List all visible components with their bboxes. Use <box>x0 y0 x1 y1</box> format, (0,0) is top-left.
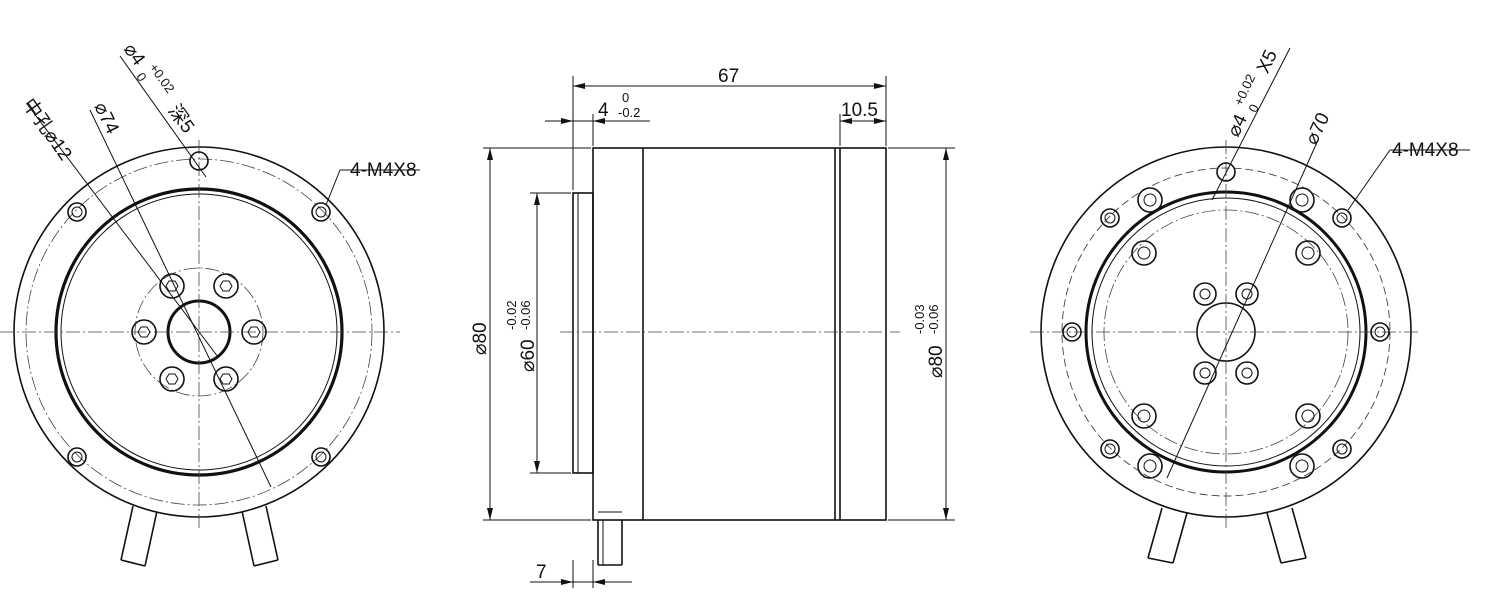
socket-screw <box>1289 453 1315 479</box>
left-thread-holes <box>67 202 331 467</box>
left-pin-hole-label: ⌀4 <box>119 40 149 70</box>
right-pin-hole-label: ⌀4 <box>1223 111 1252 140</box>
dim-pilot-len-label: 4 <box>598 100 609 121</box>
left-cable-2 <box>241 505 279 567</box>
right-front-view: ⌀4 +0.02 0 X5 ⌀70 4-M4X8 <box>1030 47 1470 564</box>
socket-screw <box>1193 361 1217 385</box>
right-pin-hole <box>1216 162 1236 182</box>
right-inner-screws <box>1193 282 1259 385</box>
dim-flange-label: 10.5 <box>841 100 878 121</box>
thread-hole <box>1100 439 1120 459</box>
right-cable-1 <box>1147 507 1188 564</box>
dim-dia80r-group: ⌀80 -0.03 -0.06 <box>912 304 947 378</box>
thread-hole <box>311 447 331 467</box>
thread-hole <box>67 202 87 222</box>
socket-screw <box>159 273 185 299</box>
thread-hole <box>1100 208 1120 228</box>
thread-hole <box>67 447 87 467</box>
socket-screw <box>1235 361 1259 385</box>
thread-hole <box>1370 322 1390 342</box>
socket-screw <box>241 319 267 345</box>
socket-screw <box>131 319 157 345</box>
thread-hole <box>1062 322 1082 342</box>
socket-screw <box>159 366 185 392</box>
dim-pilot-tol-lower: -0.2 <box>618 105 640 120</box>
left-cable-1 <box>120 505 158 567</box>
socket-screw <box>1193 282 1217 306</box>
socket-screw <box>1289 187 1315 213</box>
dim-dia60-tol-lower: -0.06 <box>518 300 533 330</box>
left-front-view: 中孔⌀12 ⌀74 ⌀4 +0.02 0 深5 4-M4X8 <box>0 40 420 567</box>
right-cable-2 <box>1266 507 1307 564</box>
socket-screw <box>1137 453 1163 479</box>
dim-dia80-label: ⌀80 <box>470 322 491 355</box>
side-view: 67 4 0 -0.2 10.5 ⌀80 ⌀60 -0.02 -0.06 <box>470 66 955 588</box>
dim-cable-label: 7 <box>536 562 547 583</box>
right-pin-tol-lower: 0 <box>1245 102 1262 115</box>
thread-hole <box>1332 439 1352 459</box>
dim-dia80r-label: ⌀80 <box>926 345 947 378</box>
left-pcd-label: ⌀74 <box>90 99 123 138</box>
right-thread-label: 4-M4X8 <box>1392 140 1459 161</box>
left-pin-hole <box>189 151 209 171</box>
right-pin-tol-upper: +0.02 <box>1231 72 1259 108</box>
thread-hole <box>311 202 331 222</box>
right-pcd-label: ⌀70 <box>1301 110 1334 148</box>
right-thread-holes <box>1062 208 1390 459</box>
dim-pilot-tol-upper: 0 <box>622 90 629 105</box>
dim-dia80r-tol-lower: -0.06 <box>926 304 941 334</box>
left-center-hole-label: 中孔⌀12 <box>18 94 77 164</box>
side-cable <box>597 511 623 566</box>
socket-screw <box>213 366 239 392</box>
socket-screw <box>1295 403 1321 429</box>
dim-dia60-label: ⌀60 <box>518 339 539 372</box>
left-pin-depth-label: 深5 <box>164 100 199 137</box>
socket-screw <box>1131 403 1157 429</box>
socket-screw <box>1137 187 1163 213</box>
left-socket-screws <box>131 273 267 392</box>
left-pin-tol-upper: +0.02 <box>146 60 177 95</box>
dim-dia60-tol-upper: -0.02 <box>504 300 519 330</box>
right-pin-label-group: ⌀4 +0.02 0 X5 <box>1223 47 1281 140</box>
socket-screw <box>213 273 239 299</box>
socket-screw <box>1131 240 1157 266</box>
right-outer-screws <box>1131 187 1321 479</box>
socket-screw <box>1295 240 1321 266</box>
left-thread-label: 4-M4X8 <box>350 160 417 181</box>
dim-length-label: 67 <box>718 66 739 87</box>
left-pin-tol-lower: 0 <box>133 70 149 85</box>
thread-hole <box>1332 208 1352 228</box>
side-pilot <box>572 192 594 474</box>
side-body <box>592 147 887 521</box>
dim-dia80r-tol-upper: -0.03 <box>912 304 927 334</box>
dim-dia60-group: ⌀60 -0.02 -0.06 <box>504 300 539 372</box>
left-pin-label-group: ⌀4 +0.02 0 深5 <box>119 40 199 138</box>
